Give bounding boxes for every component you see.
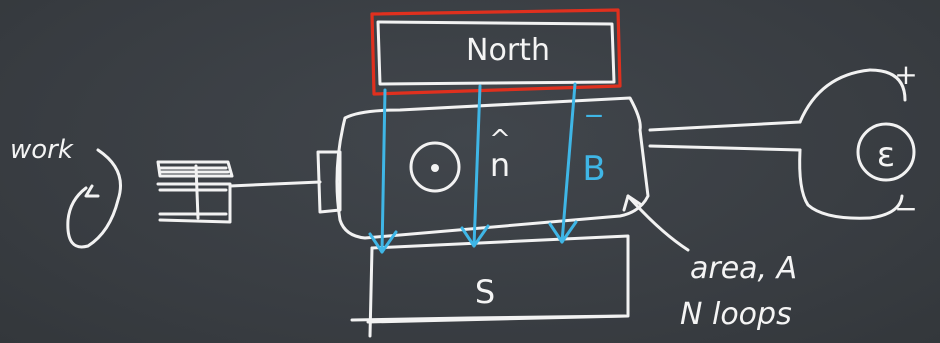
rotation-arrow (66, 148, 122, 249)
emf-symbol: ε (877, 135, 895, 175)
loops-label: N loops (680, 297, 792, 332)
coil-body (228, 96, 650, 240)
minus-sign: − (894, 192, 917, 225)
dot-icon (431, 164, 439, 172)
field-label: B (582, 149, 605, 189)
output-wires (648, 68, 907, 220)
normal-vector: ^ n (409, 125, 511, 193)
emf-circle-icon (856, 122, 916, 182)
emf-source: ε + − (856, 58, 918, 225)
north-magnet: North (370, 8, 622, 96)
field-bar: ‾ (586, 111, 603, 146)
coil-annotation: area, A N loops (622, 194, 797, 332)
dot-circle-icon (409, 141, 461, 193)
normal-label: n (490, 146, 510, 184)
field-line-2 (472, 84, 482, 248)
axle-plates (156, 160, 234, 224)
normal-hat: ^ (489, 125, 511, 155)
field-line-1 (380, 88, 387, 254)
work-annotation: work (10, 135, 122, 249)
north-label: North (466, 33, 550, 68)
area-label: area, A (690, 251, 797, 286)
annotation-pointer (626, 194, 690, 252)
south-label: S (475, 273, 495, 311)
field-lines: ‾ B (368, 82, 606, 254)
field-line-3 (560, 82, 577, 244)
plus-sign: + (894, 58, 917, 91)
work-label: work (10, 135, 74, 165)
south-magnet: S (350, 234, 630, 338)
